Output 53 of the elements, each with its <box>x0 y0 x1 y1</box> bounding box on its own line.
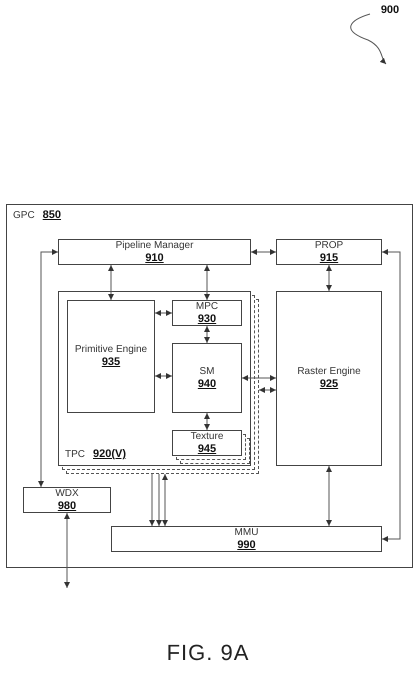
block-name: Pipeline Manager <box>116 240 194 252</box>
reference-number: 935 <box>102 356 120 369</box>
reference-number: 850 <box>42 209 62 222</box>
connector-arrow <box>204 264 210 300</box>
block-box <box>276 291 382 466</box>
connector-arrow <box>204 326 210 344</box>
connector-arrow <box>258 387 276 393</box>
block-name: TPC <box>65 449 85 461</box>
figure-caption: FIG. 9A <box>166 640 250 666</box>
block-name: MMU <box>234 527 258 539</box>
block-box <box>172 343 242 413</box>
reference-number: 945 <box>198 443 216 456</box>
block-box <box>67 300 155 413</box>
block-box <box>6 204 413 568</box>
reference-number: 910 <box>145 252 164 265</box>
block-box <box>276 239 382 265</box>
connector-arrow <box>154 373 172 379</box>
connector-arrow <box>156 474 162 526</box>
reference-number: 990 <box>237 539 256 552</box>
reference-number: 980 <box>58 500 76 513</box>
connector-arrow <box>154 310 172 316</box>
block-box <box>111 526 382 552</box>
connector-arrow <box>326 466 332 526</box>
block-name: SM <box>200 366 214 378</box>
connector-arrow <box>149 474 155 526</box>
connector-arrow <box>204 412 210 430</box>
reference-number: 925 <box>320 378 338 391</box>
block-box <box>172 430 242 456</box>
block-name: Texture <box>190 431 224 443</box>
connector-arrow <box>162 474 168 526</box>
block-name: Raster Engine <box>297 366 361 378</box>
figure-reference-number: 900 <box>380 4 400 16</box>
reference-number: 940 <box>198 378 216 390</box>
block-name: WDX <box>55 488 79 500</box>
block-name: GPC <box>13 210 35 222</box>
reference-number: 930 <box>198 313 216 326</box>
connector-arrow <box>64 512 70 588</box>
connector-arrow <box>108 264 114 300</box>
block-name: PROP <box>314 240 344 252</box>
connector-arrow <box>242 375 276 381</box>
reference-number: 915 <box>320 252 338 265</box>
block-box <box>58 291 251 466</box>
block-box <box>58 239 251 265</box>
block-name: Primitive Engine <box>74 344 148 356</box>
block-name: MPC <box>196 301 218 313</box>
reference-number: 920(V) <box>93 448 126 461</box>
block-box <box>172 300 242 326</box>
connector-arrow <box>38 249 58 488</box>
connector-arrow <box>250 249 276 255</box>
block-box <box>23 487 111 513</box>
connector-arrow <box>382 249 400 542</box>
connector-arrow <box>326 264 332 292</box>
leader-line <box>350 14 386 64</box>
